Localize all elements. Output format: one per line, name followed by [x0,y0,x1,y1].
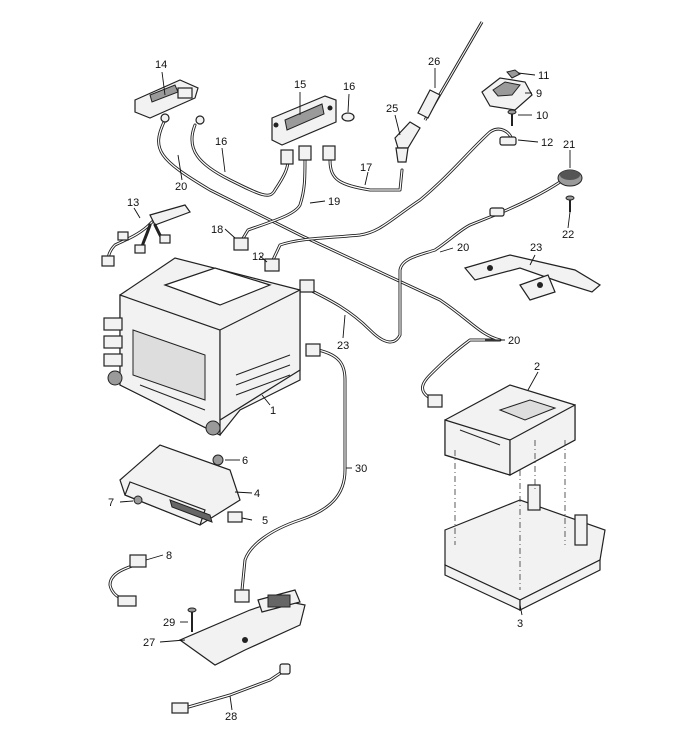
connector-30 [305,343,321,357]
callout-16: 16 [343,81,355,93]
callout-10: 10 [536,110,548,122]
callout-25: 25 [386,103,398,115]
bracket-27 [178,589,306,666]
callout-19-left: 18 [211,224,223,236]
head-unit-1 [103,257,301,436]
callout-8: 8 [166,550,172,562]
callout-4: 4 [254,488,260,500]
cable-18 [328,158,404,192]
amplifier-4 [119,444,241,526]
callout-19-right: 19 [328,196,340,208]
callout-29: 29 [163,617,175,629]
connector-12-top [499,136,517,146]
callout-15: 15 [294,79,306,91]
navigation-unit-2 [444,384,576,477]
callout-30: 30 [355,463,367,475]
cable-12-23 [270,127,514,264]
callout-14: 14 [155,59,167,71]
screw-22 [565,195,575,212]
screw-6 [212,454,224,466]
callout-13: 13 [127,197,139,209]
callout-5: 5 [262,515,268,527]
cable-20-long [157,118,502,400]
callout-23-right: 20 [457,242,469,254]
callout-1: 1 [270,405,276,417]
usb-cable-8 [117,554,147,607]
nut-11 [506,69,521,79]
antenna-puck-21 [557,169,583,187]
cable-8 [108,563,137,602]
connector-12-left [264,258,280,272]
connector-17 [280,149,294,165]
callout-9: 9 [536,88,542,100]
connector-19-left [233,237,249,251]
callout-7: 7 [108,497,114,509]
antenna-base-25 [394,121,421,163]
antenna-rod-26 [417,21,484,121]
callout-28: 28 [225,711,237,723]
callout-11: 11 [538,70,549,82]
bracket-24 [463,254,602,301]
connector-23-rear [299,279,315,293]
leader-lines [119,68,571,711]
sensor-harness-13 [101,204,191,267]
callout-27: 27 [143,637,155,649]
connector-18 [322,145,336,161]
bracket-module-15 [271,95,337,146]
callout-26: 26 [428,56,440,68]
gps-module-9 [481,77,533,111]
connector-20 [427,394,443,408]
callout-20-right: 20 [508,335,520,347]
cable-30 [240,348,347,592]
callout-17: 16 [215,136,227,148]
connector-inline-23 [489,207,505,217]
callout-18: 17 [360,162,372,174]
dash-lines-2-3 [454,440,566,590]
callout-21: 21 [563,139,575,151]
callout-24: 23 [530,242,542,254]
cable-28 [183,668,287,710]
clip-5 [227,511,243,523]
callout-20-top: 20 [175,181,187,193]
cable-plug-28 [171,663,291,714]
callout-3: 3 [517,618,523,630]
connector-30-bottom [234,589,250,603]
antenna-module-14 [134,79,205,125]
callout-12-right: 12 [541,137,553,149]
cable-17 [190,123,290,197]
callout-12-left: 12 [252,251,264,263]
callout-labels: 14 15 16 26 25 11 9 10 12 21 22 16 20 17… [108,56,575,723]
callout-6: 6 [242,455,248,467]
connector-19-top [298,145,312,161]
screw-10 [507,109,517,126]
callout-22: 22 [562,229,574,241]
callout-2: 2 [534,361,540,373]
tray-3 [444,484,606,611]
plug-16 [341,112,355,122]
callout-23-center: 23 [337,340,349,352]
cable-19 [240,156,307,242]
screw-29 [187,607,197,632]
nut-7 [133,495,143,505]
